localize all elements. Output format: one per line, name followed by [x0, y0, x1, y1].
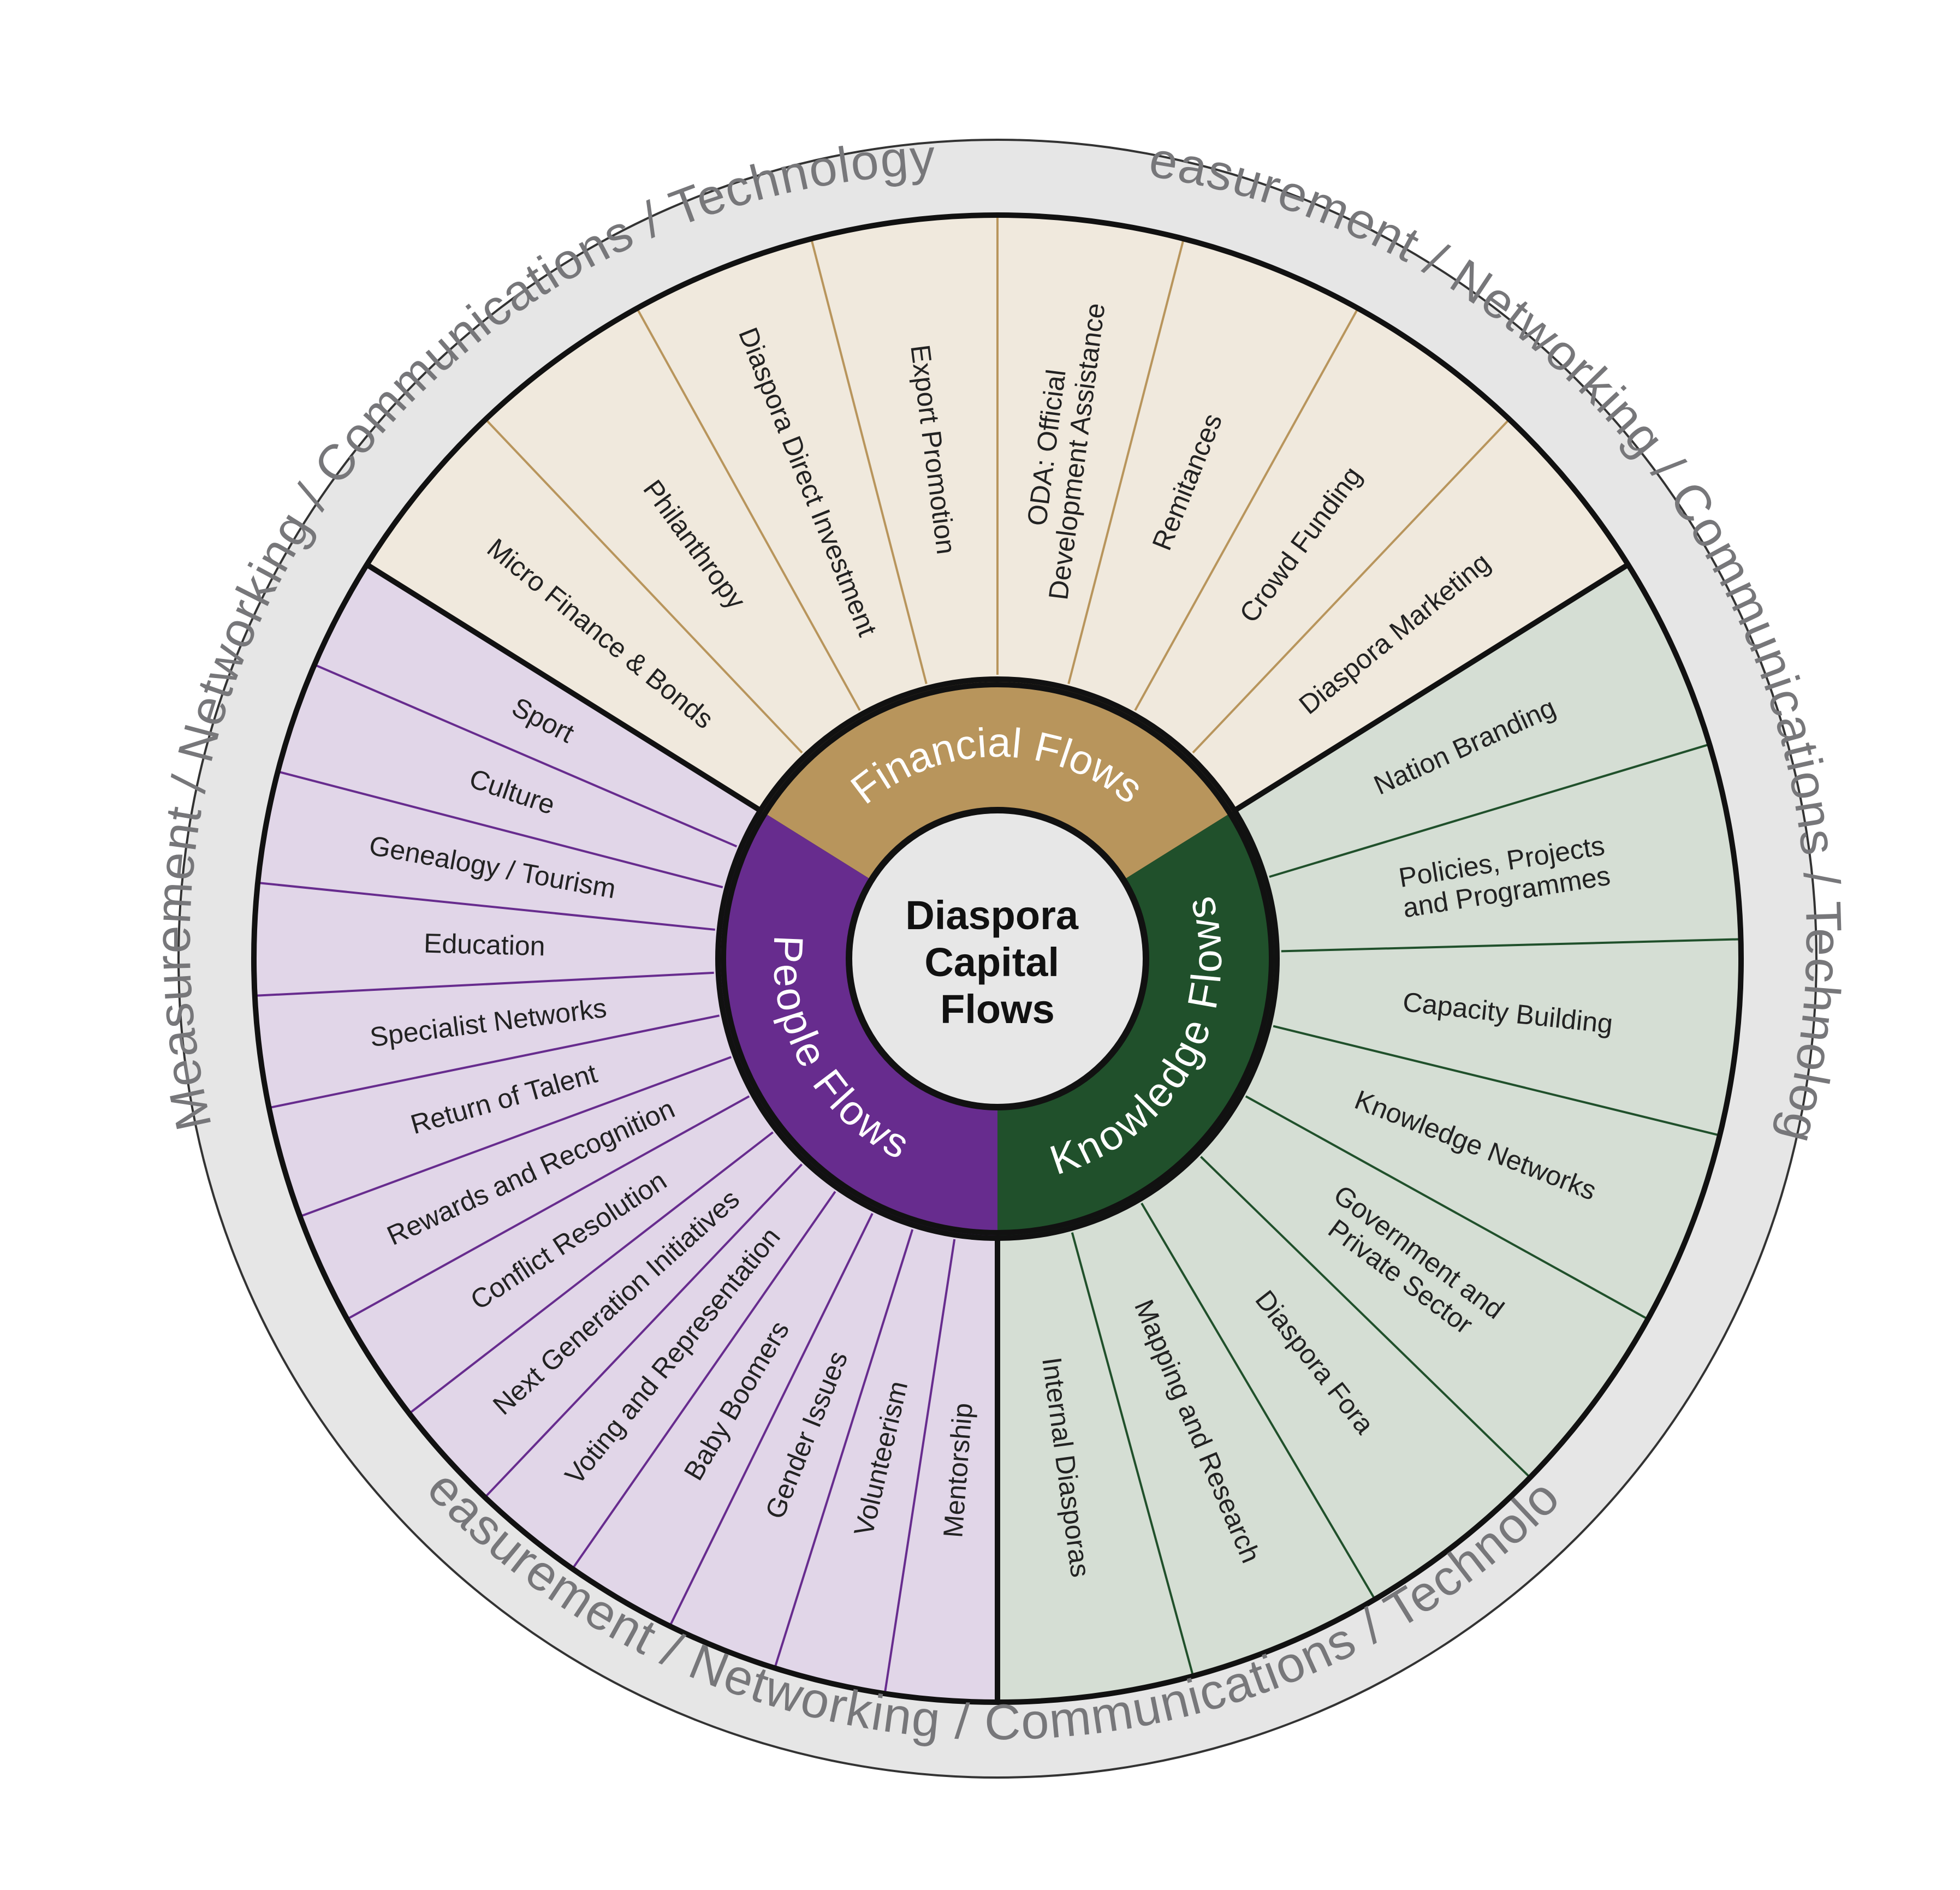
people-item-divider — [314, 663, 738, 848]
people-item-divider — [269, 1014, 720, 1109]
financial-item-divider — [810, 238, 928, 685]
knowledge-item-divider — [1281, 938, 1741, 953]
people-item-divider — [257, 882, 715, 931]
knowledge-item-divider — [1200, 1156, 1531, 1478]
financial-item-divider — [1134, 307, 1359, 711]
center-title-line-3: Flows — [940, 986, 1055, 1032]
people-item-label: Education — [423, 928, 545, 961]
knowledge-item-divider — [1245, 1095, 1649, 1321]
knowledge-item-divider — [1269, 743, 1710, 878]
financial-ring-band — [760, 679, 1235, 880]
financial-item-divider — [1192, 418, 1510, 754]
people-item-divider — [774, 1229, 914, 1669]
center-title-line-2: Capital — [924, 940, 1059, 985]
people-item-divider — [277, 770, 723, 889]
financial-item-divider — [485, 418, 803, 754]
center-title: Diaspora Capital Flows — [905, 893, 1089, 1032]
wheel-outline — [251, 212, 1744, 1705]
inner-ring-inner-outline — [721, 682, 1274, 1235]
center-title-line-1: Diaspora — [905, 893, 1079, 938]
people-item-divider — [346, 1095, 750, 1321]
people-item-divider — [571, 1191, 836, 1570]
item-divider-lines — [254, 215, 1741, 1694]
inner-ring-outer-outline — [715, 676, 1280, 1241]
center-circle — [846, 807, 1149, 1110]
financial-item-divider — [1067, 238, 1185, 685]
people-item-divider — [669, 1213, 874, 1627]
people-item-divider — [299, 1056, 732, 1218]
people-item-divider — [254, 971, 714, 997]
people-item-divider — [484, 1163, 803, 1499]
financial-item-divider — [635, 307, 861, 711]
knowledge-item-divider — [1273, 1025, 1720, 1137]
knowledge-item-divider — [1141, 1203, 1376, 1600]
people-item-label-line: Education — [423, 928, 545, 961]
people-item-divider — [883, 1239, 956, 1694]
knowledge-item-divider — [1071, 1232, 1195, 1677]
people-item-divider — [408, 1131, 774, 1414]
